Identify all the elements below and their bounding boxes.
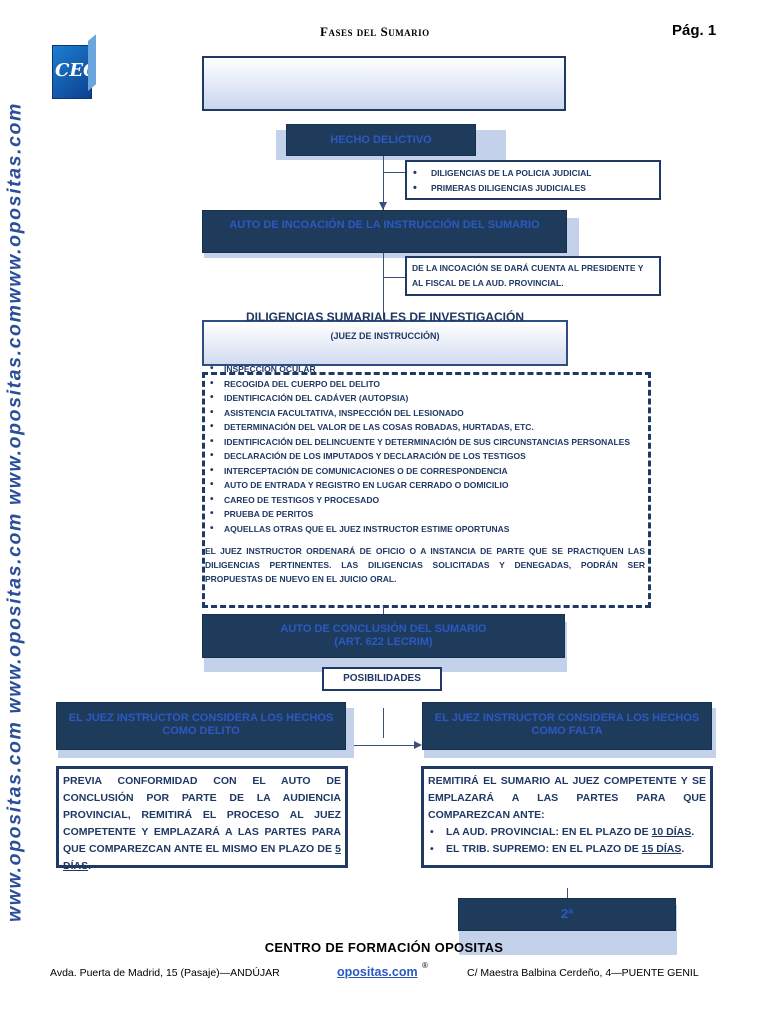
list-item: INSPECCIÓN OCULAR xyxy=(210,362,650,377)
list-item: CAREO DE TESTIGOS Y PROCESADO xyxy=(210,493,650,508)
diligencias-paragraph: EL JUEZ INSTRUCTOR ORDENARÁ DE OFICIO O … xyxy=(205,546,645,584)
right-item1-text: LA AUD. PROVINCIAL: EN EL PLAZO DE xyxy=(446,826,652,838)
side-watermark-text: www.opositas.com www.opositas.com www.op… xyxy=(3,102,26,922)
list-item: DILIGENCIAS DE LA POLICIA JUDICIAL xyxy=(407,166,659,181)
connector-line xyxy=(383,277,405,278)
list-item: PRUEBA DE PERITOS xyxy=(210,507,650,522)
list-item: DETERMINACIÓN DEL VALOR DE LAS COSAS ROB… xyxy=(210,420,650,435)
incoacion-note: DE LA INCOACIÓN SE DARÁ CUENTA AL PRESID… xyxy=(412,263,644,288)
connector-line xyxy=(383,253,384,319)
right-branch-intro: REMITIRÁ EL SUMARIO AL JUEZ COMPETENTE Y… xyxy=(428,775,706,821)
right-item2-end: . xyxy=(681,843,685,855)
logo-text: CEO xyxy=(55,60,99,81)
bottom-box: 2ª xyxy=(458,898,676,931)
right-item2-text: EL TRIB. SUPREMO: EN EL PLAZO DE xyxy=(446,843,642,855)
list-item: INTERCEPTACIÓN DE COMUNICACIONES O DE CO… xyxy=(210,464,650,479)
posibilidades-box: POSIBILIDADES xyxy=(322,667,442,691)
diligencias-subtitle: (JUEZ DE INSTRUCCIÓN) xyxy=(330,331,440,341)
diligencias-box xyxy=(202,320,568,366)
list-item: PRIMERAS DILIGENCIAS JUDICIALES xyxy=(407,181,659,196)
list-item: AQUELLAS OTRAS QUE EL JUEZ INSTRUCTOR ES… xyxy=(210,522,650,537)
footer-title: CENTRO DE FORMACIÓN OPOSITAS xyxy=(264,940,504,955)
left-branch-text: PREVIA CONFORMIDAD CON EL AUTO DE CONCLU… xyxy=(56,766,348,872)
page-number: Pág. 1 xyxy=(672,22,717,39)
title-box xyxy=(202,56,566,111)
incoacion-box: AUTO DE INCOACIÓN DE LA INSTRUCCIÓN DEL … xyxy=(202,210,567,253)
footer-website-link[interactable]: opositas.com xyxy=(337,965,418,979)
registered-icon: ® xyxy=(422,961,428,970)
footer-address-left: Avda. Puerta de Madrid, 15 (Pasaje)—ANDÚ… xyxy=(50,967,280,979)
right-item2-days: 15 DÍAS xyxy=(641,843,682,855)
left-branch-end: . xyxy=(88,860,92,872)
right-branch-label: EL JUEZ INSTRUCTOR CONSIDERA LOS HECHOS … xyxy=(434,712,700,737)
conclusion-box: AUTO DE CONCLUSIÓN DEL SUMARIO (ART. 622… xyxy=(202,614,565,658)
right-branch-text: REMITIRÁ EL SUMARIO AL JUEZ COMPETENTE Y… xyxy=(421,766,713,868)
left-branch-days: 5 DÍAS xyxy=(63,843,341,872)
footer-address-right: C/ Maestra Balbina Cerdeño, 4—PUENTE GEN… xyxy=(467,967,699,979)
connector-line xyxy=(383,156,384,210)
bottom-box-label: 2ª xyxy=(560,906,574,921)
right-item1-end: . xyxy=(691,826,695,838)
incoacion-label: AUTO DE INCOACIÓN DE LA INSTRUCCIÓN DEL … xyxy=(229,219,540,231)
side-watermark: www.opositas.com www.opositas.com www.op… xyxy=(0,0,30,1024)
list-item: RECOGIDA DEL CUERPO DEL DELITO xyxy=(210,377,650,392)
diligencias-policia-box: DILIGENCIAS DE LA POLICIA JUDICIAL PRIME… xyxy=(405,160,661,200)
right-branch-box: EL JUEZ INSTRUCTOR CONSIDERA LOS HECHOS … xyxy=(422,702,712,750)
list-item: DECLARACIÓN DE LOS IMPUTADOS Y DECLARACI… xyxy=(210,449,650,464)
list-item: ASISTENCIA FACULTATIVA, INSPECCIÓN DEL L… xyxy=(210,406,650,421)
left-branch-box: EL JUEZ INSTRUCTOR CONSIDERA LOS HECHOS … xyxy=(56,702,346,750)
conclusion-sublabel: (ART. 622 LECRIM) xyxy=(334,636,433,648)
diligencias-list: INSPECCIÓN OCULAR RECOGIDA DEL CUERPO DE… xyxy=(210,362,650,536)
connector-line xyxy=(383,172,405,173)
left-branch-label: EL JUEZ INSTRUCTOR CONSIDERA LOS HECHOS … xyxy=(68,712,334,737)
arrow-right-icon xyxy=(414,741,422,749)
left-branch-text-a: PREVIA CONFORMIDAD CON EL AUTO DE CONCLU… xyxy=(63,775,341,855)
list-item: IDENTIFICACIÓN DEL DELINCUENTE Y DETERMI… xyxy=(210,435,650,450)
list-item: AUTO DE ENTRADA Y REGISTRO EN LUGAR CERR… xyxy=(210,478,650,493)
list-item: EL TRIB. SUPREMO: EN EL PLAZO DE 15 DÍAS… xyxy=(428,841,706,858)
hecho-delictivo-label: HECHO DELICTIVO xyxy=(330,134,432,146)
conclusion-label: AUTO DE CONCLUSIÓN DEL SUMARIO xyxy=(280,623,487,635)
connector-line xyxy=(383,708,384,738)
list-item: LA AUD. PROVINCIAL: EN EL PLAZO DE 10 DÍ… xyxy=(428,824,706,841)
connector-line xyxy=(567,888,568,898)
hecho-delictivo-box: HECHO DELICTIVO xyxy=(286,124,476,156)
diligencias-title: DILIGENCIAS SUMARIALES DE INVESTIGACIÓN xyxy=(245,310,525,324)
right-item1-days: 10 DÍAS xyxy=(651,826,692,838)
ceo-logo: CEO xyxy=(52,45,99,99)
connector-line xyxy=(348,745,420,746)
list-item: IDENTIFICACIÓN DEL CADÁVER (AUTOPSIA) xyxy=(210,391,650,406)
page-title: Fases del Sumario xyxy=(320,24,430,39)
arrow-down-icon xyxy=(379,202,387,210)
connector-line xyxy=(383,606,384,616)
incoacion-note-box: DE LA INCOACIÓN SE DARÁ CUENTA AL PRESID… xyxy=(405,256,661,296)
